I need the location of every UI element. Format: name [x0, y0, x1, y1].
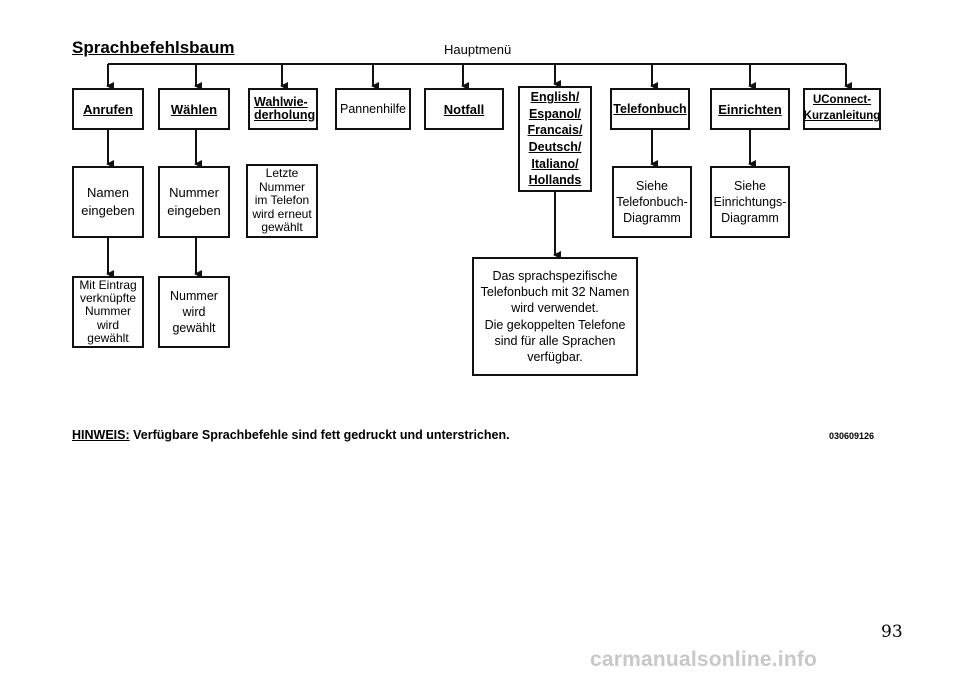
node-nummer-eingeben-line-1: Nummer [169, 184, 219, 200]
node-siehe-telefonbuch-line-2: Telefonbuch- [616, 194, 688, 209]
node-letzte-nummer-line-1: Letzte [265, 166, 299, 181]
note-line: HINWEIS: Verfügbare Sprachbefehle sind f… [72, 428, 510, 442]
item-pannenhilfe: Pannenhilfe [335, 88, 411, 130]
language-francais: Francais/ [527, 123, 583, 138]
item-uconnect-line-2: Kurzanleitung [803, 110, 881, 122]
item-wahlwiederholung-line-2: derholung [254, 108, 316, 122]
language-english: English/ [530, 90, 580, 105]
node-letzte-nummer-line-5: gewählt [261, 220, 303, 235]
item-wahlwiederholung: Wahlwie- derholung [248, 88, 318, 130]
item-notfall-label: Notfall [443, 101, 485, 117]
node-letzte-nummer-line-4: wird erneut [252, 206, 312, 221]
info-line-2: Telefonbuch mit 32 Namen [480, 285, 630, 299]
node-nummer-gewaehlt-line-1: Nummer [170, 288, 218, 303]
item-waehlen: Wählen [158, 88, 230, 130]
node-eintrag-line-2: verknüpfte [79, 291, 137, 306]
root-node-label: Hauptmenü [444, 42, 512, 57]
node-siehe-einrichtungs-line-2: Einrichtungs- [713, 194, 787, 209]
info-line-5: sind für alle Sprachen [494, 333, 616, 348]
node-siehe-telefonbuch-line-1: Siehe [636, 178, 668, 193]
item-einrichten-label: Einrichten [718, 101, 782, 117]
item-wahlwiederholung-line-1: Wahlwie- [254, 94, 308, 109]
node-eintrag-gewaehlt: Mit Eintrag verknüpfte Nummer wird gewäh… [72, 276, 144, 348]
info-line-3: wird verwendet. [511, 301, 599, 316]
node-nummer-eingeben-line-2: eingeben [167, 203, 221, 218]
item-uconnect-line-1: UConnect- [812, 94, 872, 107]
node-eintrag-line-4: wird [96, 317, 119, 332]
language-italiano: Italiano/ [531, 156, 579, 171]
node-eintrag-line-1: Mit Eintrag [79, 278, 137, 293]
node-letzte-nummer-line-2: Nummer [258, 179, 305, 194]
node-siehe-telefonbuch: Siehe Telefonbuch- Diagramm [612, 166, 692, 238]
node-nummer-eingeben: Nummer eingeben [158, 166, 230, 238]
info-line-1: Das sprachspezifische [492, 268, 618, 283]
node-nummer-gewaehlt: Nummer wird gewählt [158, 276, 230, 348]
info-line-6: verfügbar. [527, 350, 583, 364]
node-siehe-telefonbuch-line-3: Diagramm [623, 211, 681, 226]
node-eintrag-line-5: gewählt [87, 330, 129, 345]
node-namen-eingeben: Namen eingeben [72, 166, 144, 238]
node-nummer-gewaehlt-line-2: wird [182, 304, 206, 319]
node-letzte-nummer: Letzte Nummer im Telefon wird erneut gew… [246, 164, 318, 238]
item-languages: English/ Espanol/ Francais/ Deutsch/ Ita… [518, 86, 592, 192]
info-line-4: Die gekoppelten Telefone [484, 317, 626, 332]
language-espanol: Espanol/ [528, 106, 582, 121]
language-hollands: Hollands [528, 173, 582, 188]
node-eintrag-line-3: Nummer [84, 304, 131, 319]
item-pannenhilfe-label: Pannenhilfe [339, 101, 407, 116]
node-siehe-einrichtungs-line-1: Siehe [734, 178, 766, 193]
node-nummer-gewaehlt-line-3: gewählt [172, 321, 216, 336]
watermark: carmanualsonline.info [590, 648, 818, 671]
item-telefonbuch: Telefonbuch [610, 88, 690, 130]
node-namen-eingeben-line-1: Namen [87, 184, 129, 200]
diagram-title: Sprachbefehlsbaum [72, 38, 235, 57]
node-namen-eingeben-line-2: eingeben [81, 203, 135, 218]
item-uconnect: UConnect- Kurzanleitung [803, 88, 881, 130]
node-siehe-einrichtungs: Siehe Einrichtungs- Diagramm [710, 166, 790, 238]
item-waehlen-label: Wählen [170, 101, 218, 117]
node-siehe-einrichtungs-line-3: Diagramm [721, 211, 779, 226]
note-text: Verfügbare Sprachbefehle sind fett gedru… [133, 428, 510, 442]
language-deutsch: Deutsch/ [528, 140, 582, 154]
node-letzte-nummer-line-3: im Telefon [254, 193, 310, 208]
item-einrichten: Einrichten [710, 88, 790, 130]
item-notfall: Notfall [424, 88, 504, 130]
figure-code: 030609126 [829, 431, 875, 441]
item-anrufen-label: Anrufen [83, 101, 133, 117]
node-language-phonebook-info: Das sprachspezifische Telefonbuch mit 32… [472, 257, 638, 376]
note-label: HINWEIS: [72, 428, 130, 442]
item-anrufen: Anrufen [72, 88, 144, 130]
page-number: 93 [881, 622, 903, 642]
item-telefonbuch-label: Telefonbuch [613, 102, 687, 116]
